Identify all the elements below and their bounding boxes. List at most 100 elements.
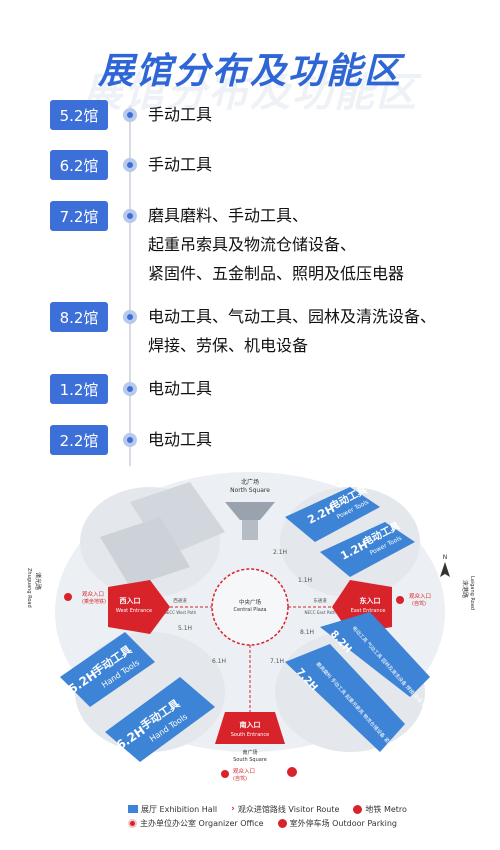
hall-badge: 1.2馆 [50,374,108,404]
timeline-dot [123,382,137,396]
legend-parking: 室外停车场 Outdoor Parking [277,818,397,829]
hall-badge: 7.2馆 [50,201,108,231]
hall-badge: 6.2馆 [50,150,108,180]
hall-2-1-label: 2.1H [273,549,287,556]
hall-7-2[interactable] [285,644,405,752]
timeline-dot [123,310,137,324]
legend-hall-label: 展厅 Exhibition Hall [141,804,218,814]
hall-description: 手动工具 [148,150,488,179]
organizer-office-legend-icon [128,818,137,828]
east-road-en: Laigang Road [469,576,475,610]
parking-legend-icon [277,818,287,828]
south-square-cn: 南广场 [242,749,257,756]
legend-parking-label: 室外停车场 Outdoor Parking [289,818,397,828]
venue-map-svg: 北广场 North Square 2.2H 电动工具 Power Tools 1… [26,472,475,795]
hall-line: 电动工具 [148,379,213,398]
timeline-dot [123,209,137,223]
timeline-dot [123,108,137,122]
title-area: 展馆分布及功能区 展馆分布及功能区 [0,38,500,116]
west-path-cn: 西通道 [173,597,187,604]
hall-line: 手动工具 [148,105,213,124]
east-road-cn: 涞港路 [461,580,469,598]
legend-route: › 观众进馆路线 Visitor Route [231,804,339,815]
east-path-en: NECC East Path [304,610,336,615]
hall-line: 电动工具、气动工具、园林及清洗设备、 [148,307,437,326]
legend-row-2: 主办单位办公室 Organizer Office 室外停车场 Outdoor P… [128,816,478,830]
timeline-dot [123,158,137,172]
venue-map[interactable]: 北广场 North Square 2.2H 电动工具 Power Tools 1… [20,462,480,802]
parking-icon-south [221,770,229,778]
west-entrance-cn: 西入口 [120,597,141,605]
organizer-office-icon [287,767,297,777]
hall-badge: 5.2馆 [50,100,108,130]
hall-1-2[interactable] [320,522,415,577]
hall-description: 电动工具 [148,425,488,454]
north-label: N [443,554,448,561]
hall-1-1-label: 1.1H [298,577,312,584]
hall-description: 电动工具 [148,374,488,403]
east-entrance-cn: 东入口 [360,596,381,605]
west-entrance-en: West Entrance [116,608,152,614]
north-arrow-icon [440,562,450,577]
east-parking-cn: 观众入口 [409,593,431,600]
metro-icon [353,804,363,814]
south-entrance-en: South Entrance [231,732,270,738]
exhibition-hall-swatch [128,805,138,813]
hall-description: 电动工具、气动工具、园林及清洗设备、 焊接、劳保、机电设备 [148,302,488,360]
legend-route-label: 观众进馆路线 Visitor Route [237,804,340,814]
east-parking-sub: (自驾) [412,600,426,607]
legend-metro-label: 地铁 Metro [365,804,407,814]
west-path-en: NECC West Path [164,610,197,615]
hall-line: 紧固件、五金制品、照明及低压电器 [148,264,405,283]
east-path-cn: 东通道 [313,597,327,604]
legend-metro: 地铁 Metro [353,804,407,815]
hall-6-2[interactable] [105,677,215,762]
north-square-stem [242,520,258,540]
west-parking-cn: 观众入口 [82,591,104,598]
north-square-shape [225,502,275,520]
parking-icon-west [64,593,72,601]
south-square-en: South Square [233,757,267,763]
hall-grey-nw-2 [100,517,190,587]
hall-line: 焊接、劳保、机电设备 [148,336,309,355]
west-parking-sub: (乘坐地铁) [82,598,106,605]
north-square-cn: 北广场 [241,478,259,486]
hall-description: 手动工具 [148,100,488,129]
legend-hall: 展厅 Exhibition Hall [128,804,217,815]
hall-line: 磨具磨料、手动工具、 [148,206,309,225]
route-arrow-icon: › [231,804,235,814]
legend-row-1: 展厅 Exhibition Hall › 观众进馆路线 Visitor Rout… [128,802,478,816]
hall-8-1-label: 8.1H [300,629,314,636]
west-road-cn: 诸光路 [34,572,42,590]
title-shadow: 展馆分布及功能区 [82,70,418,116]
page-title: 展馆分布及功能区 [97,51,402,92]
south-entrance[interactable] [215,712,285,744]
hall-line: 电动工具 [148,430,213,449]
legend-office-label: 主办单位办公室 Organizer Office [140,818,264,828]
east-entrance-en: East Entrance [351,608,386,614]
central-plaza-cn: 中央广场 [239,598,262,606]
legend-office: 主办单位办公室 Organizer Office [128,818,264,829]
south-parking-sub: (自驾) [233,775,247,782]
hall-badge: 2.2馆 [50,425,108,455]
north-square-en: North Square [230,487,270,494]
south-parking-cn: 观众入口 [233,768,255,775]
south-entrance-cn: 南入口 [240,720,261,729]
parking-icon-east [396,596,404,604]
hall-description: 磨具磨料、手动工具、 起重吊索具及物流仓储设备、 紧固件、五金制品、照明及低压电… [148,201,488,288]
hall-line: 起重吊索具及物流仓储设备、 [148,235,357,254]
central-plaza-en: Central Plaza [234,607,267,613]
timeline-dot [123,433,137,447]
hall-badge: 8.2馆 [50,302,108,332]
hall-7-1-label: 7.1H [270,658,284,665]
hall-6-1-label: 6.1H [212,658,226,665]
west-road-en: Zhuguang Road [26,568,32,608]
map-legend: 展厅 Exhibition Hall › 观众进馆路线 Visitor Rout… [128,802,478,830]
hall-5-1-label: 5.1H [178,625,192,632]
timeline-line [129,106,131,466]
west-entrance[interactable] [108,580,170,634]
hall-5-2[interactable] [60,632,155,707]
hall-8-2[interactable] [320,612,430,697]
hall-line: 手动工具 [148,155,213,174]
hall-2-2[interactable] [285,487,380,542]
